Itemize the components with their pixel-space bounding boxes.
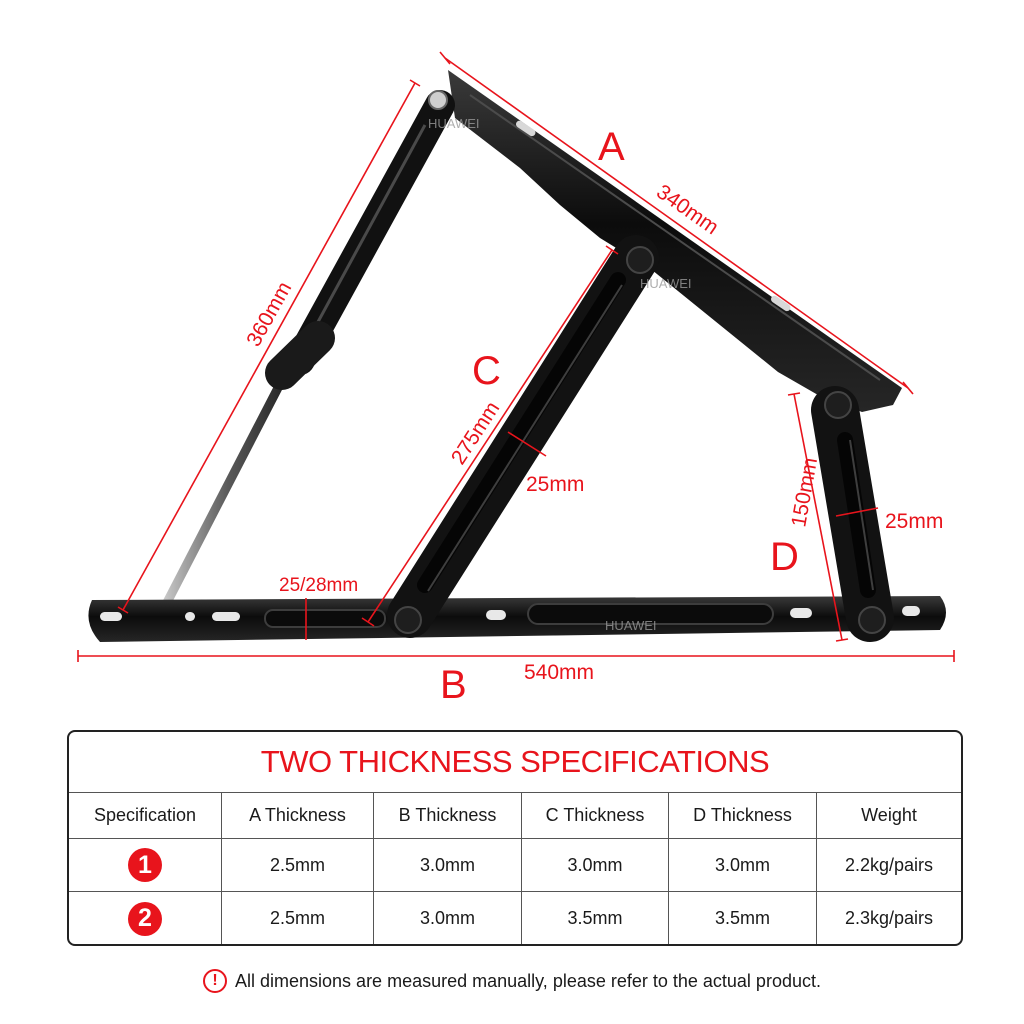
header-a-thickness: A Thickness xyxy=(222,793,374,838)
cell-d-thickness: 3.0mm xyxy=(669,839,817,891)
spec-table-header: Specification A Thickness B Thickness C … xyxy=(69,793,961,839)
cell-d-thickness: 3.5mm xyxy=(669,892,817,944)
watermark-middle: HUAWEI xyxy=(640,276,692,291)
label-d: D xyxy=(770,535,799,579)
watermark-top: HUAWEI xyxy=(428,116,480,131)
hinge-diagram: HUAWEI HUAWEI HUAWEI A C D B 340mm 360mm… xyxy=(77,51,955,707)
header-specification: Specification xyxy=(69,793,222,838)
dim-strut-length: 360mm xyxy=(242,278,296,350)
disclaimer-text: All dimensions are measured manually, pl… xyxy=(235,970,821,991)
arm-a xyxy=(448,70,902,412)
dim-d-width: 25mm xyxy=(885,510,943,533)
label-b: B xyxy=(440,663,467,707)
dimension-lines xyxy=(77,51,955,662)
arm-b xyxy=(88,596,946,642)
cell-a-thickness: 2.5mm xyxy=(222,892,374,944)
label-c: C xyxy=(472,349,501,393)
dim-c-width: 25mm xyxy=(526,473,584,496)
header-d-thickness: D Thickness xyxy=(669,793,817,838)
cell-c-thickness: 3.5mm xyxy=(522,892,669,944)
table-row: 1 2.5mm 3.0mm 3.0mm 3.0mm 2.2kg/pairs xyxy=(69,839,961,892)
header-c-thickness: C Thickness xyxy=(522,793,669,838)
spec-number-badge: 2 xyxy=(128,901,162,936)
cell-c-thickness: 3.0mm xyxy=(522,839,669,891)
watermark-bottom: HUAWEI xyxy=(605,618,657,633)
cell-a-thickness: 2.5mm xyxy=(222,839,374,891)
table-row: 2 2.5mm 3.0mm 3.5mm 3.5mm 2.3kg/pairs xyxy=(69,892,961,944)
spec-table: TWO THICKNESS SPECIFICATIONS Specificati… xyxy=(67,730,963,946)
cell-weight: 2.3kg/pairs xyxy=(844,908,934,928)
dim-d-length: 150mm xyxy=(787,456,822,529)
cell-b-thickness: 3.0mm xyxy=(374,839,522,891)
header-weight: Weight xyxy=(861,805,917,825)
label-a: A xyxy=(598,125,625,169)
arm-c xyxy=(387,235,659,638)
exclamation-circle-icon: ! xyxy=(203,969,227,993)
spec-number-badge: 1 xyxy=(128,848,162,882)
disclaimer-note: ! All dimensions are measured manually, … xyxy=(0,964,1024,998)
cell-b-thickness: 3.0mm xyxy=(374,892,522,944)
arm-d xyxy=(811,386,894,642)
header-b-thickness: B Thickness xyxy=(374,793,522,838)
gas-strut xyxy=(140,90,455,633)
dim-b-length: 540mm xyxy=(524,661,594,684)
cell-weight: 2.2kg/pairs xyxy=(844,854,934,875)
spec-table-title: TWO THICKNESS SPECIFICATIONS xyxy=(69,732,961,793)
dim-b-width: 25/28mm xyxy=(279,575,358,596)
